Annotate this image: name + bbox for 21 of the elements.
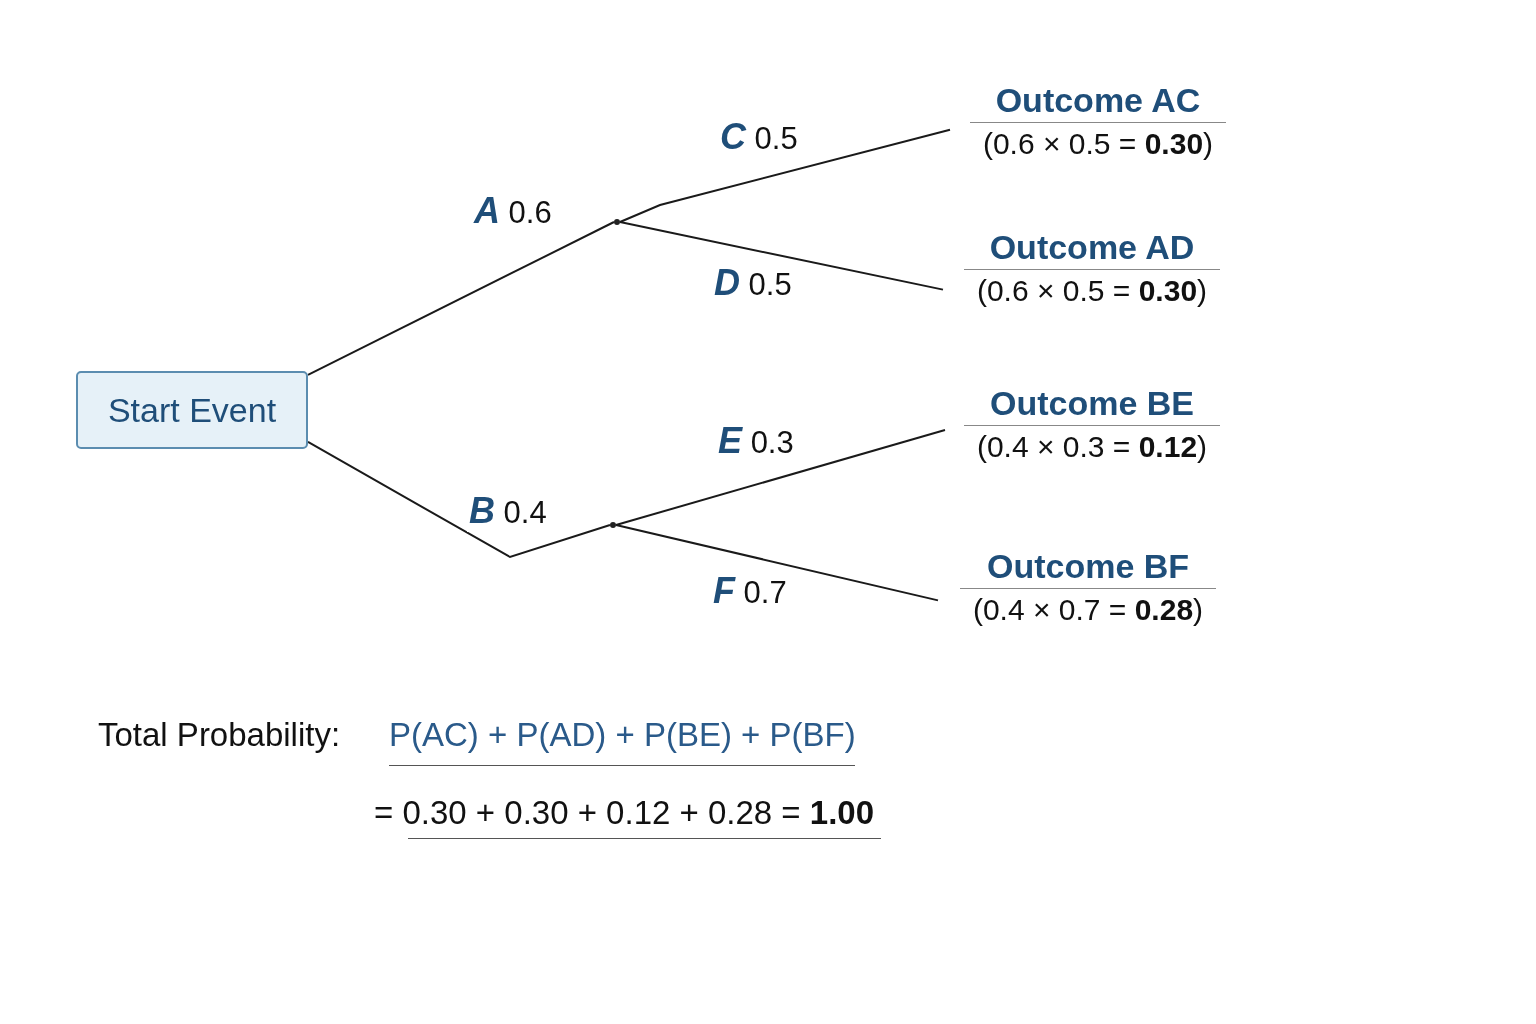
branch-line	[307, 441, 611, 559]
outcome-formula: (0.6 × 0.5 = 0.30)	[976, 274, 1208, 308]
branch-line	[307, 221, 615, 376]
start-box	[76, 371, 308, 449]
node-label: Start Event	[107, 390, 277, 430]
outcome-title: Outcome AC	[994, 81, 1202, 121]
branch-line	[615, 429, 946, 526]
sum-formula: P(AC) + P(AD) + P(BE) + P(BF)	[389, 716, 856, 754]
outcome-title: Outcome AD	[988, 228, 1196, 268]
total-label: Total Probability:	[98, 716, 341, 754]
branch-point	[614, 219, 620, 225]
branch-point	[610, 522, 616, 528]
outcome-formula: (0.4 × 0.3 = 0.12)	[976, 430, 1208, 464]
sum-result: = 0.30 + 0.30 + 0.12 + 0.28 = 1.00	[374, 794, 875, 832]
outcome-title: Outcome BF	[985, 547, 1191, 587]
outcome-title: Outcome BE	[988, 384, 1195, 424]
branch-line	[615, 524, 939, 602]
branch-line	[619, 128, 951, 223]
branch-line	[619, 221, 944, 291]
outcome-formula: (0.6 × 0.5 = 0.30)	[982, 127, 1214, 161]
outcome-formula: (0.4 × 0.7 = 0.28)	[972, 593, 1204, 627]
